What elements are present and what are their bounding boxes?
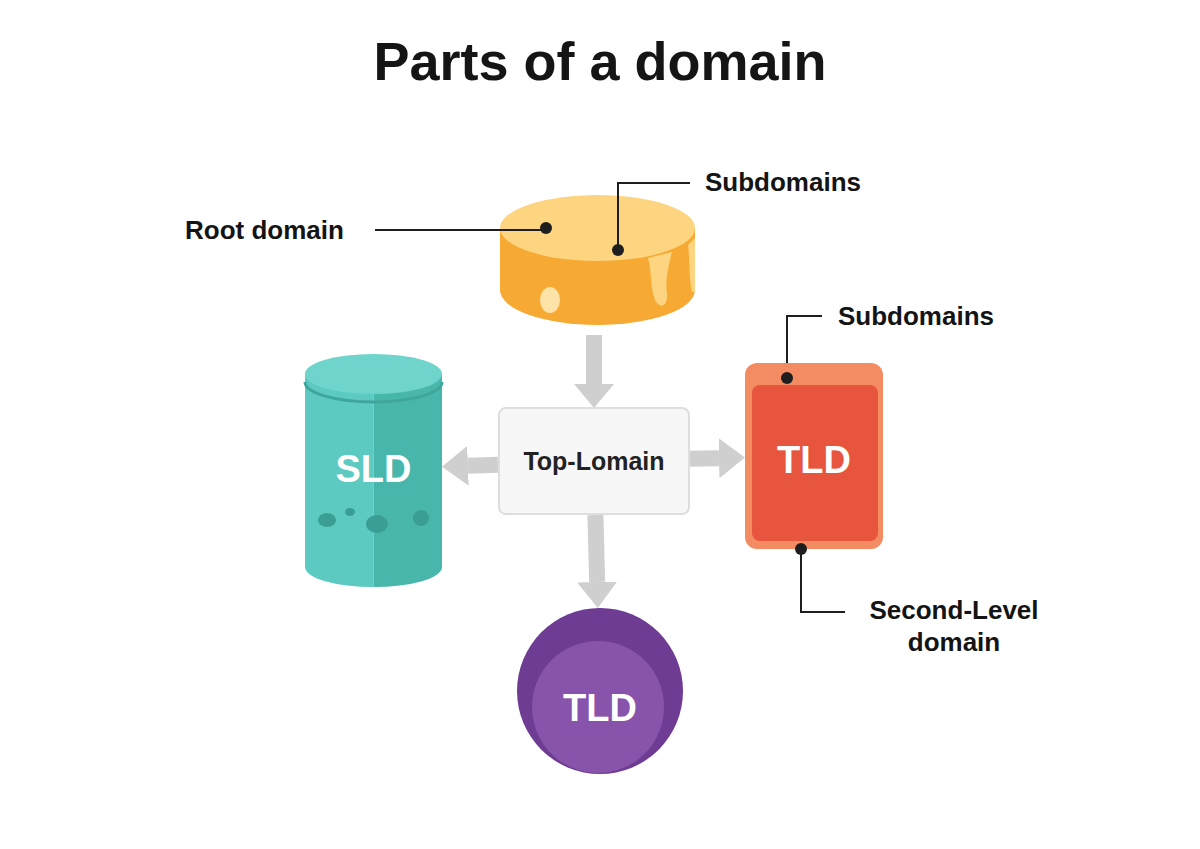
- node-label: Top-Lomain: [523, 447, 664, 476]
- drip: [688, 238, 695, 292]
- flow-arrow: [468, 465, 498, 466]
- arrow-shaft: [586, 335, 602, 386]
- callout-label: Root domain: [185, 214, 385, 246]
- leader-line: [618, 183, 690, 250]
- process-box: Top-Lomain: [498, 407, 690, 515]
- cylinder-top: [305, 354, 442, 394]
- circle-inner: [532, 641, 664, 773]
- flow-arrow: [595, 515, 597, 582]
- node-label: TLD: [777, 439, 851, 482]
- block-inner: [752, 385, 878, 541]
- diagram-title: Parts of a domain: [0, 31, 1200, 91]
- node-label: TLD: [563, 687, 637, 730]
- root-arrow: [574, 335, 614, 408]
- callout-label: Subdomains: [705, 166, 945, 198]
- flow-arrow: [690, 450, 719, 467]
- cylinder-ring: [305, 382, 442, 402]
- cylinder-spot: [413, 510, 429, 526]
- sld-cylinder: SLD: [305, 352, 442, 587]
- tld-block: TLD: [745, 363, 883, 549]
- cylinder-spot: [345, 508, 355, 516]
- drip: [648, 252, 672, 306]
- tld-circle: TLD: [510, 608, 690, 774]
- cylinder-spot: [318, 513, 336, 527]
- root-cylinder: [500, 195, 695, 325]
- leader-line: [375, 229, 543, 231]
- drip: [540, 287, 560, 313]
- leader-dot: [612, 244, 624, 256]
- cylinder-spot: [366, 515, 388, 533]
- callout-label: Second-Level domain: [854, 594, 1054, 658]
- block-outer: [745, 363, 883, 549]
- leader-dot: [540, 222, 552, 234]
- circle-outer: [517, 608, 683, 774]
- leader-dots: [540, 222, 624, 256]
- leader-line: [801, 549, 845, 612]
- arrow-head: [574, 384, 614, 408]
- callout-label: Subdomains: [838, 300, 1078, 332]
- cylinder-top: [500, 195, 695, 261]
- node-label: SLD: [336, 448, 412, 491]
